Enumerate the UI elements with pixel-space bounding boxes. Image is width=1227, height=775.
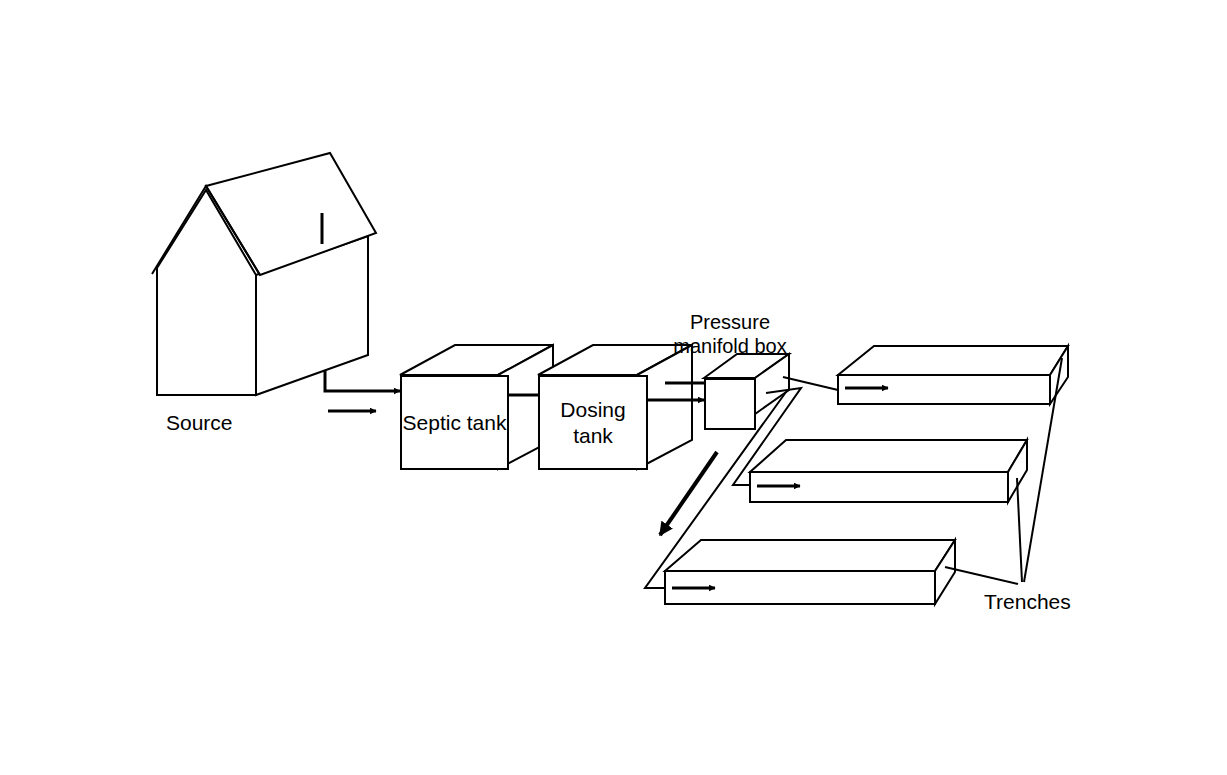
trench [665, 540, 955, 604]
tank-box: Dosing tank [538, 375, 648, 470]
flow-arrow [328, 410, 376, 413]
house [152, 153, 376, 395]
tank-faces [400, 345, 692, 469]
node-text: Pressure manifold box [655, 310, 805, 358]
flow-arrow [660, 452, 717, 535]
part-label: Trenches [984, 589, 1071, 614]
tank-box: Septic tank [400, 375, 509, 470]
pipe-connector [509, 394, 538, 397]
leader-lines [945, 358, 1062, 584]
pipe-connector [325, 370, 400, 391]
trench [838, 346, 1068, 404]
node-text: Source [166, 410, 378, 435]
node-text: Dosing tank [540, 397, 646, 447]
pipe [665, 382, 704, 385]
manifold-box: Pressure manifold box [704, 378, 756, 430]
node-text: Septic tank [403, 410, 507, 435]
trench [750, 440, 1027, 502]
pipe-connector [648, 399, 704, 402]
source-house: Source [152, 150, 378, 450]
